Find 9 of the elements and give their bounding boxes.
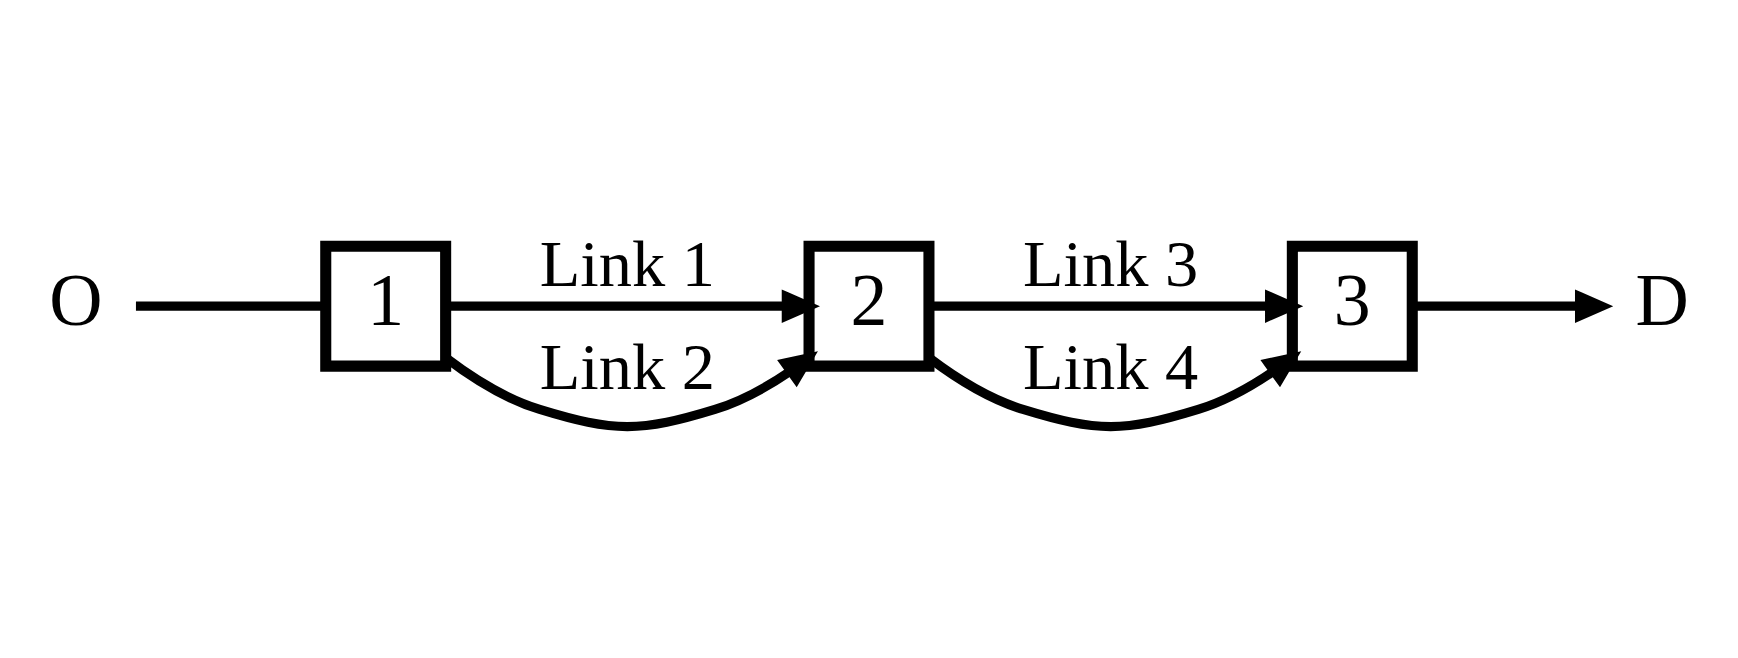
node-text: O — [49, 258, 103, 341]
edge-label: Link 4 — [1023, 329, 1199, 403]
node-box: 1 — [320, 240, 452, 372]
node-text: D — [1635, 258, 1689, 341]
edge-label: Link 2 — [539, 329, 715, 403]
node-box: 2 — [803, 240, 935, 372]
node-box: 3 — [1286, 240, 1418, 372]
edge-label: Link 3 — [1023, 226, 1199, 299]
edge-label: Link 1 — [539, 226, 715, 299]
